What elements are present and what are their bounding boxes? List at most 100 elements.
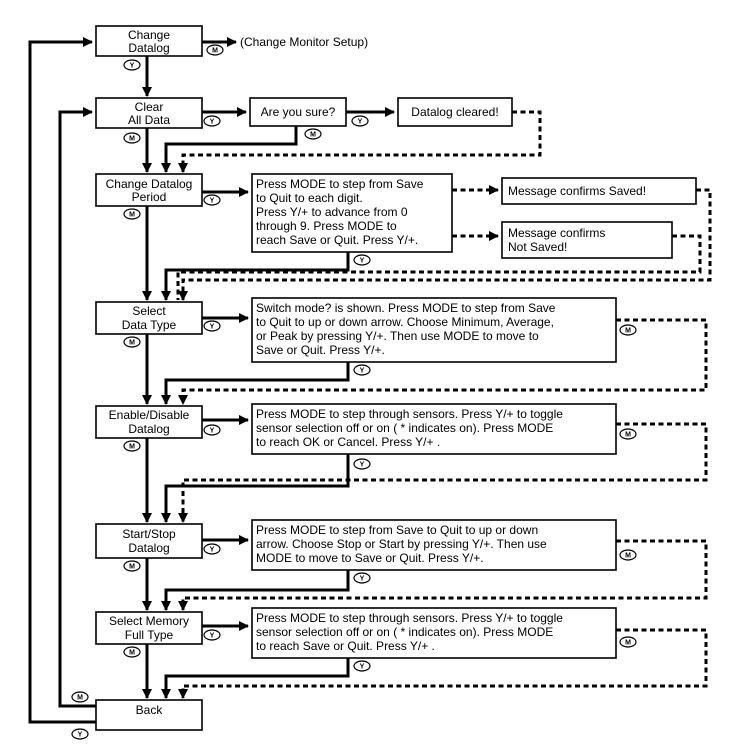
yes-badge: Y	[203, 115, 221, 127]
mode-badge: M	[123, 646, 141, 658]
mode-badge: M	[123, 560, 141, 572]
step-label-line: All Data	[128, 113, 170, 127]
yes-badge: Y	[353, 254, 371, 266]
step-label-line: Change Datalog	[106, 177, 193, 191]
are-you-sure-label: Are you sure?	[261, 105, 336, 119]
mode-badge: M	[123, 336, 141, 348]
mode-badge: M	[71, 691, 89, 703]
svg-text:Y: Y	[78, 732, 83, 739]
svg-text:Y: Y	[210, 119, 215, 126]
svg-text:M: M	[129, 564, 135, 571]
yes-badge: Y	[353, 458, 371, 470]
svg-text:Y: Y	[360, 576, 365, 583]
step-change-datalog: Change Datalog	[95, 25, 203, 57]
msg-not-saved-line: Not Saved!	[508, 240, 567, 254]
svg-text:Y: Y	[210, 324, 215, 331]
msg-not-saved-line: Message confirms	[508, 226, 605, 240]
data-type-instructions-box: Switch mode? is shown. Press MODE to ste…	[251, 297, 617, 363]
mode-badge: M	[123, 208, 141, 220]
step-label-line: Select	[132, 304, 166, 318]
svg-text:M: M	[625, 640, 631, 647]
period-instructions-box: Press MODE to step from Save to Quit to …	[251, 173, 453, 253]
svg-text:M: M	[129, 650, 135, 657]
instruction-line: sensor selection off or on ( * indicates…	[256, 625, 553, 639]
mode-badge: M	[619, 324, 637, 336]
instruction-line: sensor selection off or on ( * indicates…	[256, 421, 553, 435]
enable-instructions-box: Press MODE to step through sensors. Pres…	[251, 403, 617, 455]
yes-badge: Y	[353, 364, 371, 376]
step-select-memory-full-type: Select Memory Full Type	[95, 611, 203, 645]
yes-badge: Y	[203, 320, 221, 332]
yes-badge: Y	[203, 194, 221, 206]
svg-text:M: M	[129, 212, 135, 219]
svg-text:Y: Y	[210, 633, 215, 640]
yes-badge: Y	[351, 115, 369, 127]
svg-text:Y: Y	[360, 368, 365, 375]
solid-connectors	[28, 36, 396, 724]
instruction-line: to reach Save or Quit. Press Y/+ .	[256, 639, 435, 653]
step-label-line: Select Memory	[109, 614, 189, 628]
instruction-line: arrow. Choose Stop or Start by pressing …	[256, 537, 547, 551]
yes-badge: Y	[353, 660, 371, 672]
svg-text:Y: Y	[360, 462, 365, 469]
mode-button-badges: M M M M M M M M M M M M M	[71, 44, 637, 703]
msg-not-saved-box: Message confirms Not Saved!	[501, 221, 673, 259]
svg-text:Y: Y	[210, 428, 215, 435]
step-label-line: Period	[132, 190, 167, 204]
instruction-line: MODE to move to Save or Quit. Press Y/+.	[256, 551, 484, 565]
instruction-line: to reach OK or Cancel. Press Y/+ .	[256, 435, 440, 449]
svg-text:M: M	[625, 553, 631, 560]
instruction-line: to Quit to each digit.	[256, 191, 363, 205]
svg-text:Y: Y	[210, 547, 215, 554]
instruction-line: Press MODE to step through sensors. Pres…	[256, 611, 563, 625]
mode-badge: M	[619, 428, 637, 440]
step-label-line: Enable/Disable	[109, 408, 190, 422]
mode-badge: M	[123, 440, 141, 452]
step-clear-all-data: Clear All Data	[95, 97, 203, 129]
step-back: Back	[95, 699, 203, 731]
yes-button-badges: Y Y Y Y Y Y Y Y Y Y Y Y Y Y	[71, 59, 371, 740]
svg-text:M: M	[212, 48, 218, 55]
instruction-line: Switch mode? is shown. Press MODE to ste…	[256, 301, 556, 315]
mode-badge: M	[619, 549, 637, 561]
step-label-line: Change	[128, 28, 170, 42]
svg-text:M: M	[625, 328, 631, 335]
msg-saved-label: Message confirms Saved!	[508, 184, 646, 198]
instruction-line: to Quit to up or down arrow. Choose Mini…	[256, 315, 554, 329]
svg-text:M: M	[129, 136, 135, 143]
instruction-line: or Peak by pressing Y/+. Then use MODE t…	[256, 329, 539, 343]
svg-text:Y: Y	[130, 63, 135, 70]
yes-badge: Y	[203, 629, 221, 641]
svg-text:Y: Y	[210, 198, 215, 205]
instruction-line: Press MODE to step from Save	[256, 177, 424, 191]
start-stop-instructions-box: Press MODE to step from Save to Quit to …	[251, 519, 617, 571]
change-monitor-setup-label: (Change Monitor Setup)	[240, 35, 368, 49]
step-enable-disable-datalog: Enable/Disable Datalog	[95, 405, 203, 439]
are-you-sure-box: Are you sure?	[249, 97, 347, 127]
step-label-line: Data Type	[122, 318, 177, 332]
instruction-line: Save or Quit. Press Y/+.	[256, 343, 385, 357]
step-label-line: Start/Stop	[122, 527, 176, 541]
instruction-line: reach Save or Quit. Press Y/+.	[256, 233, 418, 247]
svg-text:Y: Y	[358, 119, 363, 126]
memory-full-instructions-box: Press MODE to step through sensors. Pres…	[251, 607, 617, 659]
mode-badge: M	[123, 132, 141, 144]
yes-badge: Y	[71, 728, 89, 740]
svg-text:M: M	[625, 432, 631, 439]
msg-saved-box: Message confirms Saved!	[501, 177, 697, 205]
step-label-line: Back	[136, 703, 164, 717]
instruction-line: Press Y/+ to advance from 0	[256, 205, 408, 219]
datalog-cleared-label: Datalog cleared!	[411, 105, 498, 119]
step-change-datalog-period: Change Datalog Period	[95, 173, 203, 207]
datalog-cleared-box: Datalog cleared!	[397, 97, 513, 127]
step-label-line: Datalog	[128, 422, 169, 436]
svg-text:M: M	[310, 132, 316, 139]
yes-badge: Y	[353, 572, 371, 584]
mode-badge: M	[206, 44, 224, 56]
step-label-line: Full Type	[125, 628, 174, 642]
step-label-line: Datalog	[128, 541, 169, 555]
yes-badge: Y	[123, 59, 141, 71]
instruction-line: through 9. Press MODE to	[256, 219, 397, 233]
step-select-data-type: Select Data Type	[95, 301, 203, 335]
